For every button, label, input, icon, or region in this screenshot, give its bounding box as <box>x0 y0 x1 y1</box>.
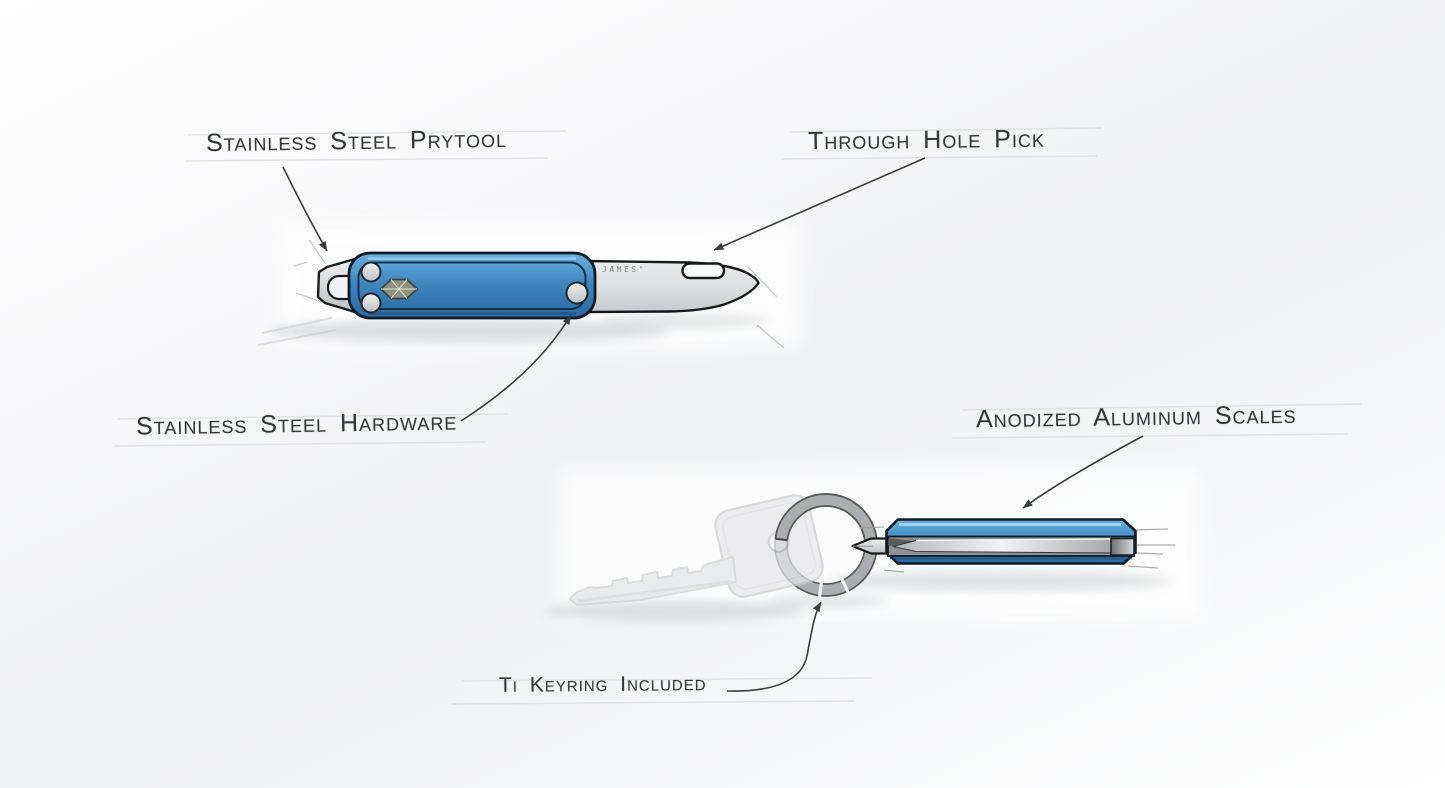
closed-knife-body <box>851 518 1137 565</box>
leader-keyring <box>726 601 822 692</box>
ti-keyring-front-arc <box>774 493 878 542</box>
rivet <box>360 261 382 283</box>
blade: JAMES° <box>583 259 760 314</box>
leader-hardware <box>460 314 572 422</box>
annotation-prytool: Stainless Steel Prytool <box>205 124 508 158</box>
rivet <box>565 281 589 305</box>
annotation-through-hole: Through Hole Pick <box>807 124 1046 156</box>
leader-through-hole <box>713 157 926 251</box>
blade-tang-block <box>1110 537 1135 556</box>
annotation-hardware: Stainless Steel Hardware <box>135 407 458 441</box>
sketch-streak-lines <box>853 526 1175 573</box>
key-shaft <box>569 556 737 606</box>
cast-shadows <box>270 313 1170 621</box>
closed-knife-illustration <box>569 493 1175 606</box>
leader-lines <box>282 157 1144 692</box>
construction-guide-lines <box>113 127 1363 705</box>
hatch-shading <box>257 317 337 346</box>
open-knife-illustration: JAMES° <box>257 239 785 349</box>
annotation-scales: Anodized Aluminum Scales <box>975 400 1297 434</box>
handle-scale <box>347 251 597 320</box>
leader-prytool <box>282 166 328 252</box>
blade-through-hole <box>681 262 726 280</box>
blade-brand-text: JAMES° <box>602 265 646 274</box>
brand-gem-logo-icon <box>380 278 418 300</box>
leader-scales <box>1022 435 1144 509</box>
annotation-keyring: Ti Keyring Included <box>498 672 707 697</box>
rivet <box>360 292 382 314</box>
